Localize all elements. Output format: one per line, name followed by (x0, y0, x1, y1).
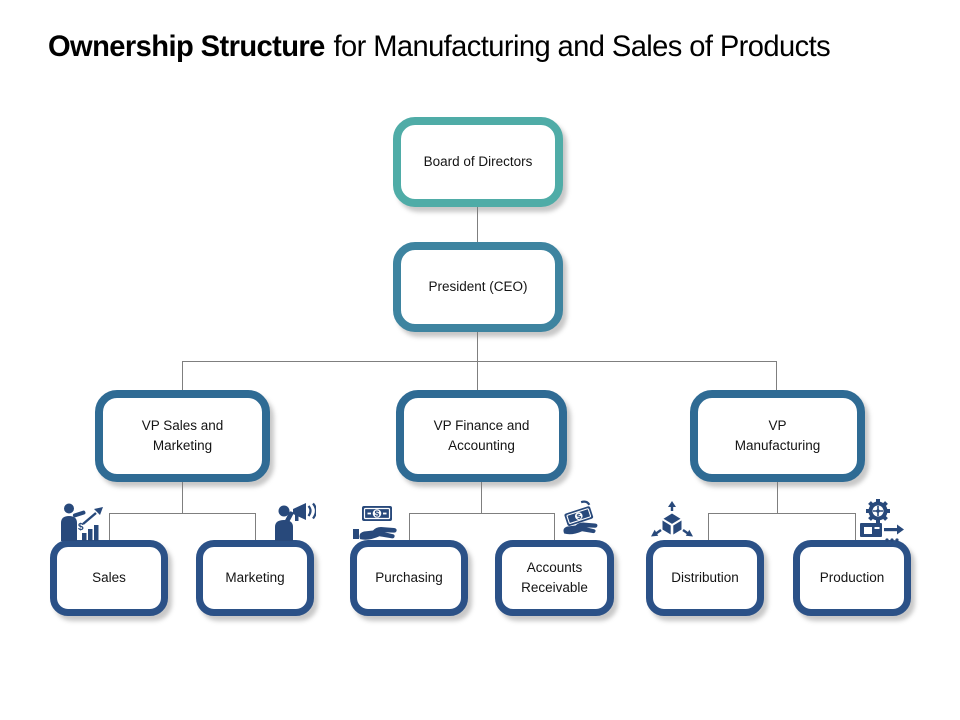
org-node-distribution: Distribution (646, 540, 764, 616)
org-node-label: VP Sales and Marketing (141, 418, 224, 453)
org-node-label: Purchasing (375, 570, 443, 586)
org-node-board-of-directors: Board of Directors (393, 117, 563, 207)
org-node-production: Production (793, 540, 911, 616)
hand-receiving-money-icon: $ (560, 500, 602, 541)
page-title-rest: for Manufacturing and Sales of Products (333, 30, 831, 63)
page-title-emphasis: Ownership Structure (48, 30, 325, 63)
org-node-label: VP Finance and Accounting (433, 418, 530, 453)
org-node-purchasing: Purchasing (350, 540, 468, 616)
connector-line (477, 207, 478, 242)
org-node-label: President (CEO) (428, 279, 528, 295)
connector-line (182, 361, 776, 362)
connector-line (109, 513, 110, 540)
org-node-marketing: Marketing (196, 540, 314, 616)
org-node-label: Marketing (225, 570, 285, 586)
org-node-vp-manufacturing: VP Manufacturing (690, 390, 865, 482)
org-node-accounts-receivable: Accounts Receivable (495, 540, 614, 616)
connector-line (477, 332, 478, 361)
connector-line (182, 361, 183, 390)
org-node-label: Board of Directors (423, 154, 533, 170)
announcer-megaphone-icon (272, 502, 316, 541)
connector-line (409, 513, 554, 514)
svg-text:$: $ (375, 509, 380, 519)
org-node-label: Production (819, 570, 885, 586)
connector-line (855, 513, 856, 540)
gear-machine-icon (856, 498, 904, 542)
connector-line (708, 513, 855, 514)
salesman-growth-chart-icon: $ (58, 503, 104, 541)
connector-line (109, 513, 255, 514)
org-node-label: Distribution (671, 570, 739, 586)
hand-banknote-icon: $ (352, 505, 400, 541)
org-node-president-ceo: President (CEO) (393, 242, 563, 332)
connector-line (481, 482, 482, 513)
connector-line (477, 361, 478, 390)
org-node-label: Accounts Receivable (521, 560, 588, 595)
org-node-vp-sales-and-marketing: VP Sales and Marketing (95, 390, 270, 482)
org-node-vp-finance-and-accounting: VP Finance and Accounting (396, 390, 567, 482)
svg-text:$: $ (576, 511, 584, 521)
connector-line (182, 482, 183, 513)
org-node-sales: Sales (50, 540, 168, 616)
connector-line (554, 513, 555, 540)
connector-line (777, 482, 778, 513)
svg-text:$: $ (78, 522, 84, 533)
org-node-label: VP Manufacturing (734, 418, 821, 453)
connector-line (409, 513, 410, 540)
cube-distribution-arrows-icon (650, 501, 694, 541)
org-node-label: Sales (92, 570, 126, 586)
connector-line (776, 361, 777, 390)
connector-line (708, 513, 709, 540)
connector-line (255, 513, 256, 540)
